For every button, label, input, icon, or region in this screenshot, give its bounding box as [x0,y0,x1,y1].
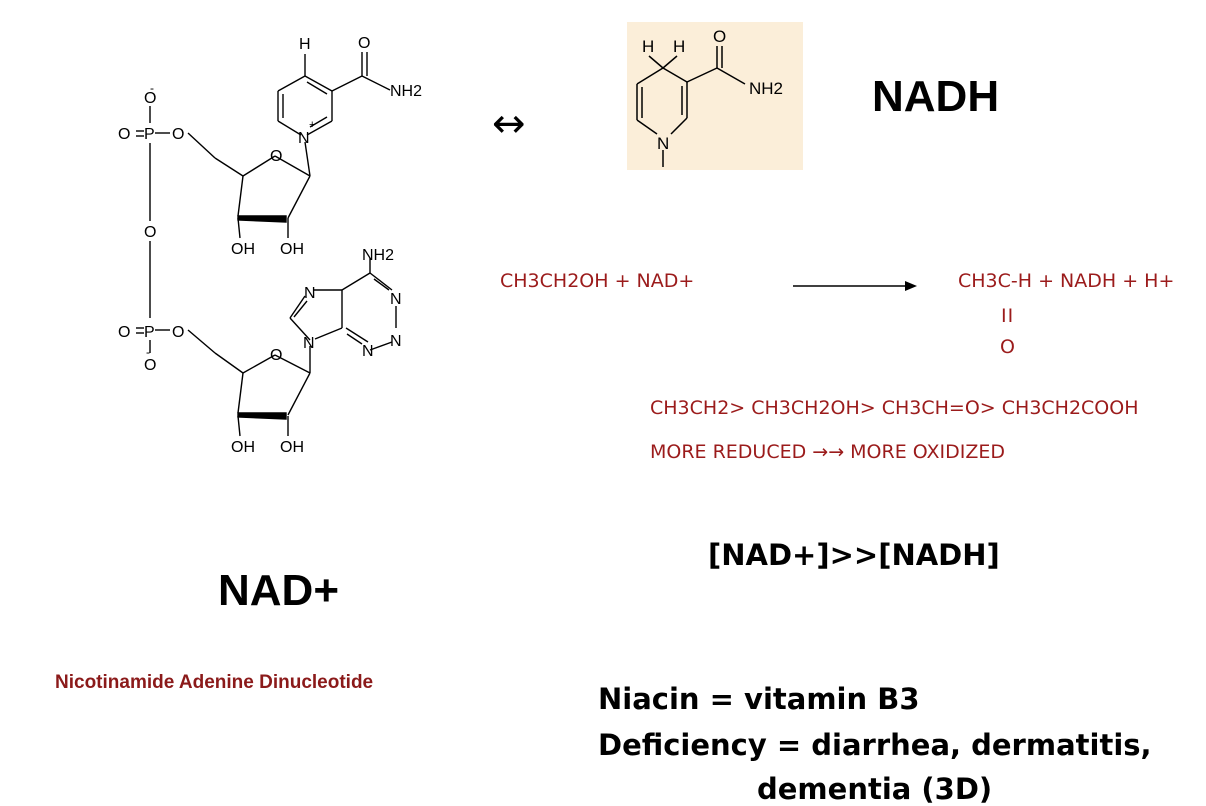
reaction-arrow-icon [793,281,917,291]
nad-ratio: [NAD+]>>[NADH] [708,538,1000,572]
nadh-structure-panel: H H O NH2 N [627,22,803,170]
oxidation-series: CH3CH2> CH3CH2OH> CH3CH=O> CH3CH2COOH [650,397,1139,419]
carbonyl-oxygen: O [1000,336,1015,358]
nadh-structure-diagram: H H O NH2 N [636,27,783,167]
atom-label: O [713,27,726,46]
atom-label: O [358,35,370,52]
atom-label: N [390,291,402,308]
nadplus-structure-diagram: H O NH2 N + O OH OH O - O P O O O P O O … [118,35,422,456]
atom-label: N [304,285,316,302]
atom-label: P [144,324,155,341]
oxidation-direction: MORE REDUCED →→ MORE OXIDIZED [650,441,1005,463]
atom-label: O [144,357,156,374]
atom-label: O [144,90,156,107]
atom-label: O [144,224,156,241]
atom-label: - [150,81,154,95]
atom-label: O [172,126,184,143]
atom-label: N [657,134,669,153]
nadh-title: NADH [872,72,1000,121]
equilibrium-arrow-icon: ↔ [492,101,526,147]
atom-label: O [172,324,184,341]
atom-label: OH [280,241,304,258]
atom-label: N [390,333,402,350]
atom-label: OH [231,241,255,258]
atom-label: - [146,345,150,359]
deficiency-fact-continued: dementia (3D) [757,772,993,806]
atom-label: NH2 [362,247,394,264]
reaction-products: CH3C-H + NADH + H+ [958,270,1175,292]
deficiency-fact: Deficiency = diarrhea, dermatitis, [598,728,1152,762]
atom-label: OH [280,439,304,456]
atom-label: H [299,36,311,53]
atom-label: NH2 [390,83,422,100]
niacin-fact: Niacin = vitamin B3 [598,682,920,716]
atom-label: O [270,347,282,364]
nadplus-full-name: Nicotinamide Adenine Dinucleotide [55,672,374,693]
reaction-reactants: CH3CH2OH + NAD+ [500,270,695,292]
atom-label: H [642,37,654,56]
atom-label: O [118,126,130,143]
atom-label: + [309,119,315,131]
atom-label: N [362,343,374,360]
carbonyl-double-bond: II [1001,305,1015,327]
atom-label: P [144,126,155,143]
atom-label: O [118,324,130,341]
atom-label: O [270,148,282,165]
atom-label: H [673,37,685,56]
nadplus-title: NAD+ [218,566,340,615]
atom-label: N [303,335,315,352]
atom-label: NH2 [749,79,783,98]
atom-label: N [298,130,310,147]
atom-label: OH [231,439,255,456]
